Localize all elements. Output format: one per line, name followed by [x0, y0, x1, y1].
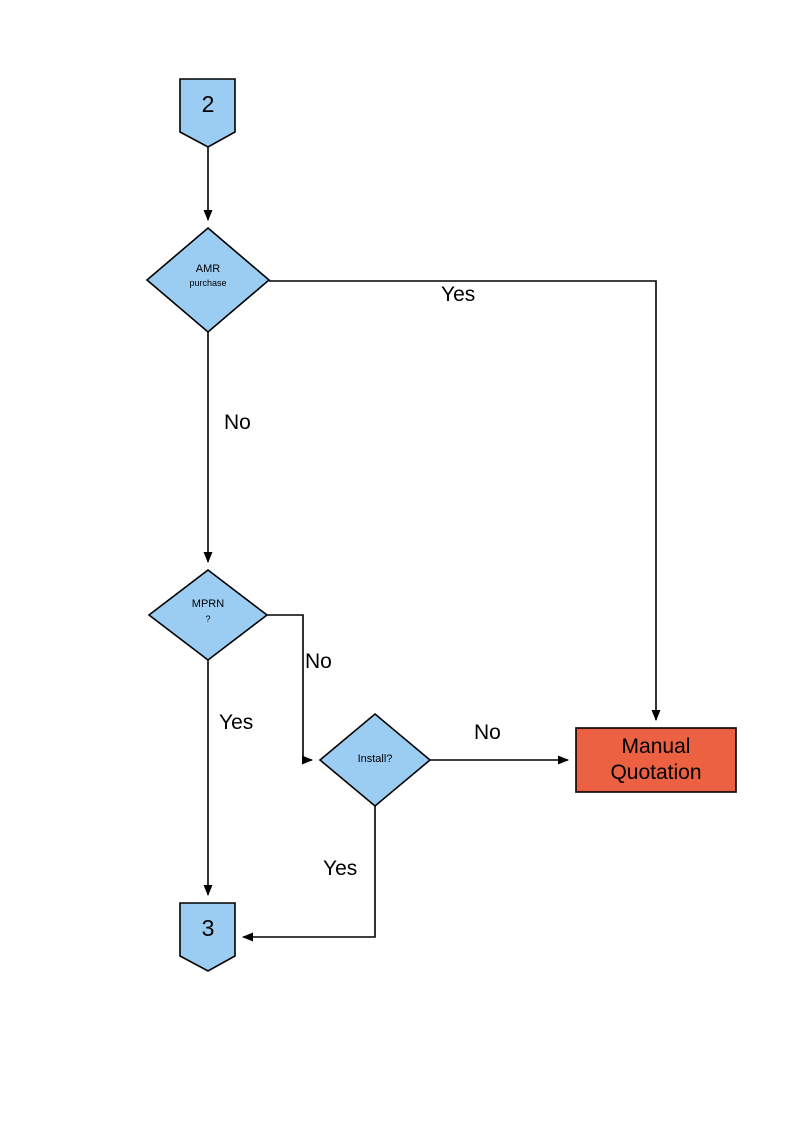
- edge-label-mprn-yes: Yes: [219, 711, 254, 734]
- edge-label-install-yes: Yes: [323, 857, 358, 880]
- node-process-manual-quotation-shape[interactable]: [575, 727, 737, 793]
- edge-install-yes-to-connector-3: [242, 806, 376, 942]
- node-decision-install-shape[interactable]: [318, 712, 432, 808]
- edge-label-mprn-no: No: [305, 650, 332, 673]
- node-decision-mprn-shape[interactable]: [147, 568, 269, 662]
- node-connector-3-shape[interactable]: [179, 902, 236, 972]
- node-connector-2-shape[interactable]: [179, 78, 236, 148]
- node-decision-amr-shape[interactable]: [145, 226, 271, 334]
- edge-label-amr-no: No: [224, 411, 251, 434]
- edge-label-amr-yes: Yes: [441, 283, 476, 306]
- edge-label-install-no: No: [474, 721, 501, 744]
- edge-mprn-no-to-install: [267, 614, 313, 765]
- edge-amr-yes-to-manual-quotation: [269, 280, 661, 721]
